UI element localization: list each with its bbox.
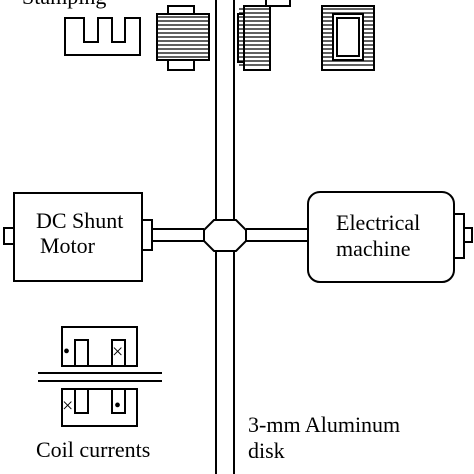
vertical-shaft — [215, 0, 235, 474]
disk-label-line2: disk — [248, 438, 285, 463]
machine-label-line2: machine — [336, 236, 411, 261]
lower-e-core-icon: × • — [61, 388, 138, 427]
right-lamination-core-icon — [321, 5, 375, 71]
dc-shunt-motor — [3, 192, 153, 282]
horizontal-shaft — [152, 228, 308, 242]
lower-coil-cross: × — [62, 395, 73, 417]
upper-coil-dot: • — [63, 341, 70, 363]
center-lamination-stack-icon — [237, 5, 271, 71]
e-core-stamping-icon — [64, 17, 141, 56]
lower-coil-dot: • — [114, 395, 121, 417]
stamping-label: Stamping — [22, 0, 106, 9]
upper-coil-cross: × — [112, 341, 123, 363]
motor-label-line2: Motor — [40, 233, 96, 258]
motor-label-line1: DC Shunt — [36, 208, 123, 233]
coupling-cross — [203, 219, 247, 252]
left-lamination-stack-icon — [156, 5, 210, 71]
coil-currents-label: Coil currents — [36, 437, 150, 462]
machine-label-line1: Electrical — [336, 210, 420, 235]
top-bracket — [265, 0, 291, 7]
disk-label-line1: 3-mm Aluminum — [248, 412, 400, 437]
upper-e-core-icon: • × — [61, 326, 138, 367]
electrical-machine — [307, 191, 473, 283]
